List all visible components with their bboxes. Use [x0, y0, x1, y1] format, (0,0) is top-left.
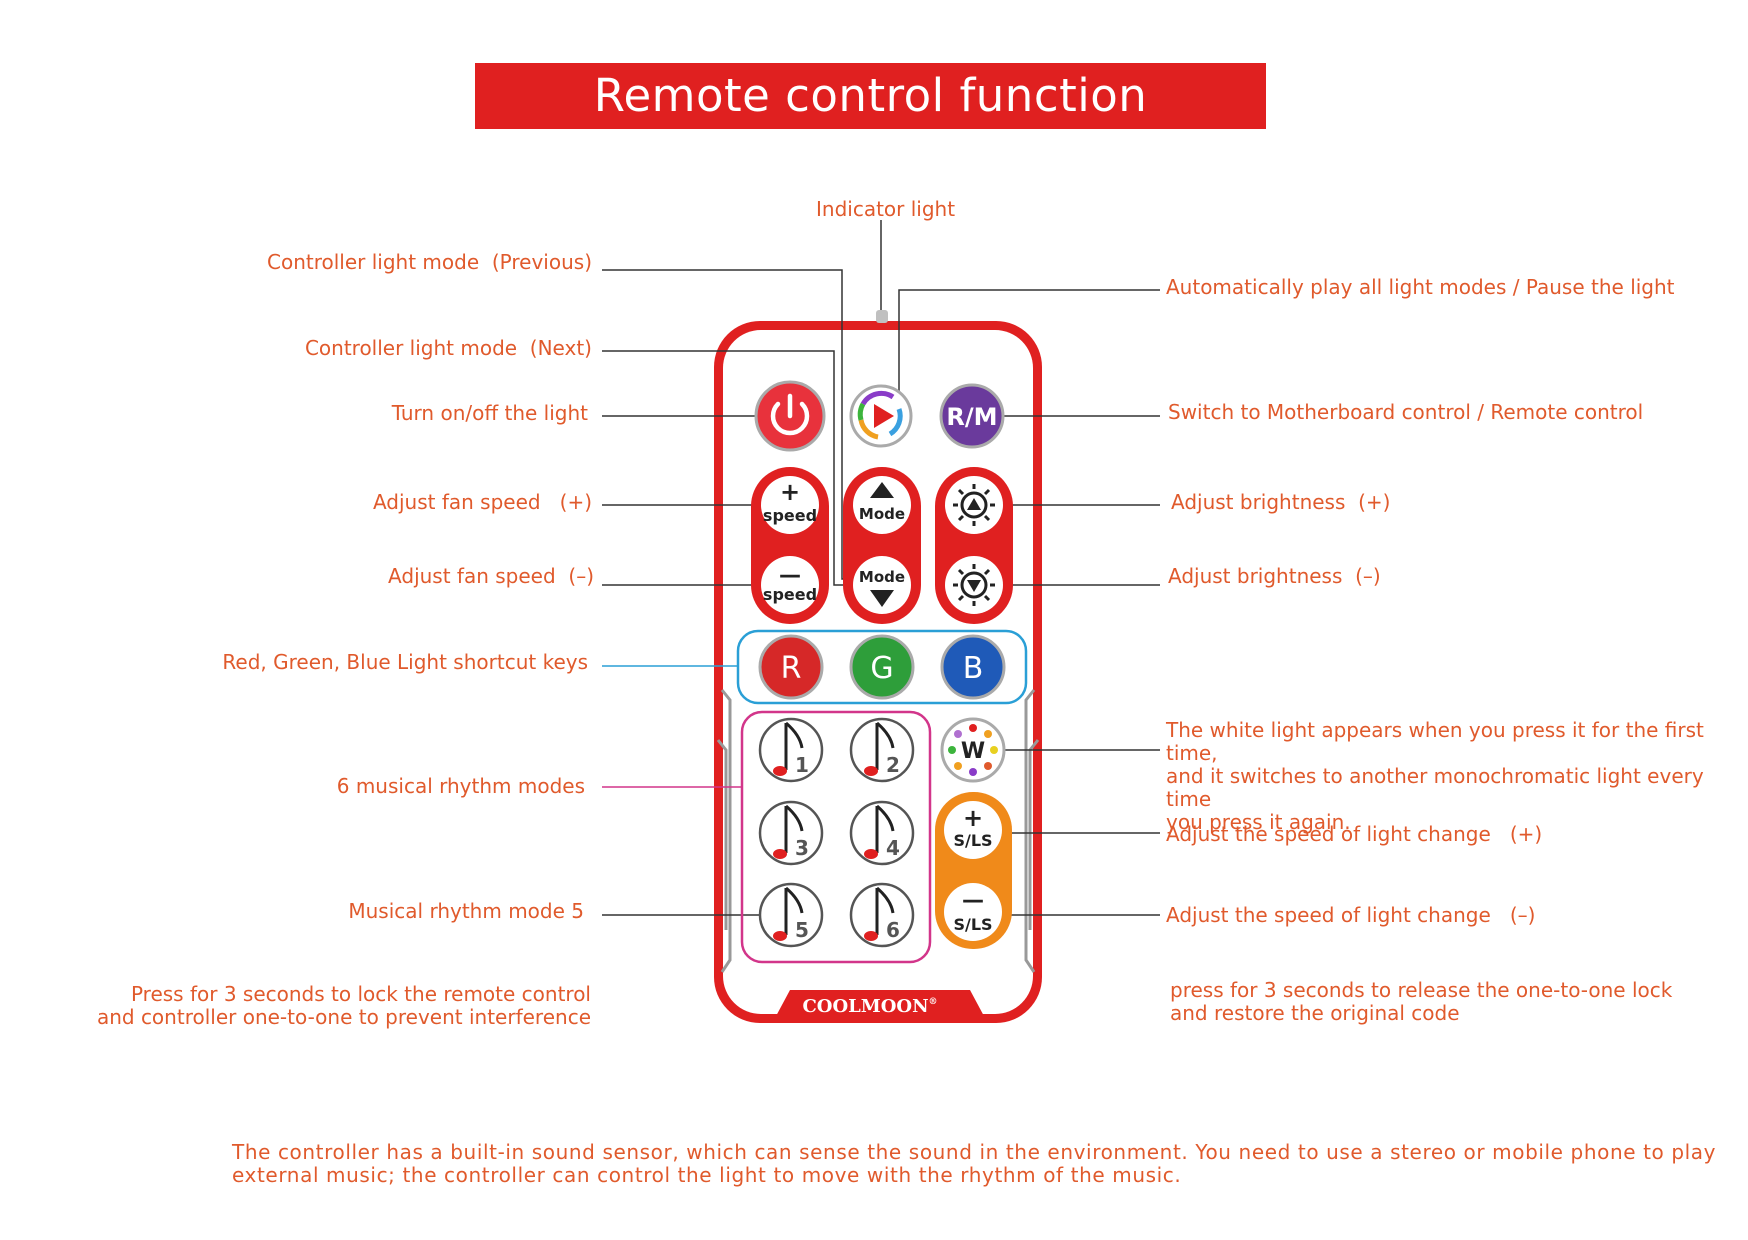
label-speed-change-minus: Adjust the speed of light change (–) — [1166, 903, 1536, 927]
triangle-down-icon — [870, 590, 894, 607]
footer-note: The controller has a built-in sound sens… — [232, 1140, 1717, 1187]
rgb-group-outline — [736, 629, 1028, 705]
power-button[interactable] — [754, 380, 826, 452]
music-note-icon — [864, 721, 895, 776]
label-light-mode-next: Controller light mode (Next) — [304, 336, 592, 360]
label-musical-mode-5: Musical rhythm mode 5 — [348, 899, 584, 923]
music-number-6: 6 — [886, 918, 900, 942]
label-lock-note: Press for 3 seconds to lock the remote c… — [96, 982, 591, 1029]
speed-minus-label: speed — [763, 585, 817, 604]
music-button-4[interactable]: 4 — [849, 800, 915, 866]
music-number-2: 2 — [886, 753, 900, 777]
music-note-icon — [864, 804, 895, 859]
play-triangle-icon — [874, 404, 894, 428]
music-button-6[interactable]: 6 — [849, 882, 915, 948]
label-fan-speed-minus: Adjust fan speed (–) — [388, 564, 594, 588]
label-indicator-light: Indicator light — [816, 197, 956, 221]
label-white-light: The white light appears when you press i… — [1166, 718, 1704, 834]
label-brightness-plus: Adjust brightness (+) — [1171, 490, 1391, 514]
minus-icon: — — [779, 563, 801, 588]
music-note-icon — [773, 721, 804, 776]
g-label: G — [870, 651, 893, 686]
w-label: W — [961, 739, 985, 764]
label-light-mode-previous: Controller light mode (Previous) — [267, 250, 592, 274]
label-switch-mb: Switch to Motherboard control / Remote c… — [1168, 400, 1644, 424]
music-number-1: 1 — [795, 753, 809, 777]
brightness-minus-button[interactable] — [945, 556, 1003, 614]
cycle-play-icon — [857, 390, 903, 440]
music-group-outline — [740, 710, 932, 964]
triangle-up-icon — [870, 482, 894, 498]
left-side-grip — [716, 689, 732, 973]
sls-minus-label: S/LS — [953, 915, 992, 934]
sun-down-icon — [953, 564, 995, 606]
label-brightness-minus: Adjust brightness (–) — [1168, 564, 1381, 588]
g-button[interactable]: G — [849, 634, 915, 700]
sls-plus-label: S/LS — [953, 831, 992, 850]
sun-up-icon — [953, 484, 995, 526]
title-banner: Remote control function introduction — [475, 63, 1266, 175]
speed-plus-label: speed — [763, 506, 817, 525]
brand-logo: COOLMOON® — [802, 996, 937, 1017]
label-fan-speed-plus: Adjust fan speed (+) — [372, 490, 592, 514]
label-rgb-shortcut: Red, Green, Blue Light shortcut keys — [222, 650, 588, 674]
auto-play-button[interactable] — [849, 384, 913, 448]
minus-icon: — — [962, 888, 984, 913]
indicator-light — [876, 310, 888, 323]
color-dots-icon — [948, 724, 998, 776]
mode-previous-button[interactable]: Mode — [853, 556, 911, 614]
b-label: B — [963, 651, 984, 686]
brightness-plus-button[interactable] — [945, 476, 1003, 534]
brand-plate — [775, 990, 985, 1018]
sls-plus-button[interactable]: + S/LS — [944, 801, 1002, 859]
label-musical-modes: 6 musical rhythm modes — [336, 774, 585, 798]
speed-minus-button[interactable]: — speed — [761, 556, 819, 614]
music-note-icon — [773, 804, 804, 859]
music-button-5[interactable]: 5 — [758, 882, 824, 948]
music-number-4: 4 — [886, 836, 900, 860]
power-icon — [770, 393, 810, 436]
sls-minus-button[interactable]: — S/LS — [944, 883, 1002, 941]
label-speed-change-plus: Adjust the speed of light change (+) — [1166, 822, 1543, 846]
music-button-2[interactable]: 2 — [849, 717, 915, 783]
music-number-3: 3 — [795, 836, 809, 860]
mode-previous-label: Mode — [859, 568, 905, 586]
plus-icon: + — [780, 478, 800, 506]
music-note-icon — [864, 886, 895, 941]
w-button[interactable]: W — [940, 717, 1006, 783]
r-button[interactable]: R — [758, 634, 824, 700]
mode-next-button[interactable]: Mode — [853, 476, 911, 534]
page-title: Remote control function introduction — [593, 69, 1148, 175]
speed-plus-button[interactable]: + speed — [761, 476, 819, 534]
label-auto-play: Automatically play all light modes / Pau… — [1166, 275, 1675, 299]
r-label: R — [781, 651, 802, 686]
label-turn-on-off: Turn on/off the light — [391, 401, 588, 425]
music-number-5: 5 — [795, 918, 809, 942]
mode-next-label: Mode — [859, 505, 905, 523]
plus-icon: + — [963, 804, 983, 832]
music-button-1[interactable]: 1 — [758, 717, 824, 783]
rm-label: R/M — [946, 403, 997, 431]
label-release-note: press for 3 seconds to release the one-t… — [1170, 978, 1673, 1025]
music-button-3[interactable]: 3 — [758, 800, 824, 866]
rm-button[interactable]: R/M — [939, 383, 1005, 449]
b-button[interactable]: B — [940, 634, 1006, 700]
line-auto-play — [898, 289, 1160, 392]
music-note-icon — [773, 886, 804, 941]
